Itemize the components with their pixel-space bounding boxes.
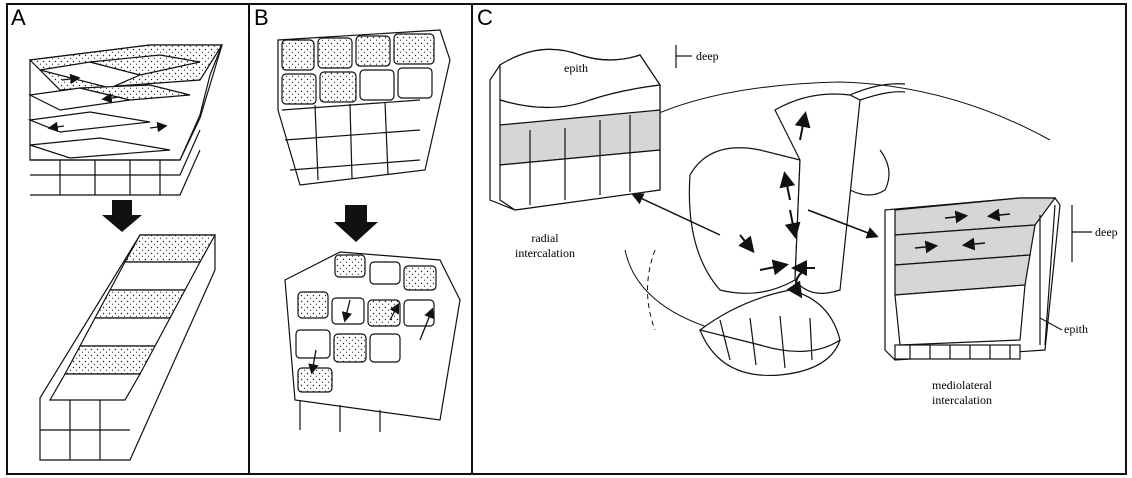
panel-a-tissue-before bbox=[30, 45, 222, 195]
deep-bracket-right bbox=[1072, 205, 1092, 262]
mediolateral-tissue-block bbox=[885, 198, 1060, 360]
panel-a-transition-arrow bbox=[102, 200, 142, 232]
panel-a-tissue-after bbox=[40, 235, 215, 460]
panel-label-a: A bbox=[11, 5, 26, 30]
label-radial: radial bbox=[531, 231, 559, 245]
label-mediolateral: mediolateral bbox=[932, 378, 993, 392]
panel-b-tissue-after bbox=[285, 252, 460, 432]
central-embryo-structure bbox=[689, 84, 905, 376]
label-deep-right: deep bbox=[1095, 225, 1118, 239]
label-deep-top: deep bbox=[696, 49, 719, 63]
label-radial-intercalation: intercalation bbox=[515, 246, 575, 260]
panel-b-tissue-before bbox=[278, 30, 450, 185]
label-epith-right: epith bbox=[1064, 322, 1088, 336]
label-mediolateral-intercalation: intercalation bbox=[932, 393, 992, 407]
panel-b-transition-arrow bbox=[334, 205, 378, 242]
label-epith-top: epith bbox=[564, 61, 588, 75]
panel-label-c: C bbox=[477, 5, 493, 30]
embryo-dashed-line bbox=[648, 250, 656, 330]
deep-bracket-top bbox=[676, 45, 692, 68]
panel-label-b: B bbox=[254, 5, 269, 30]
